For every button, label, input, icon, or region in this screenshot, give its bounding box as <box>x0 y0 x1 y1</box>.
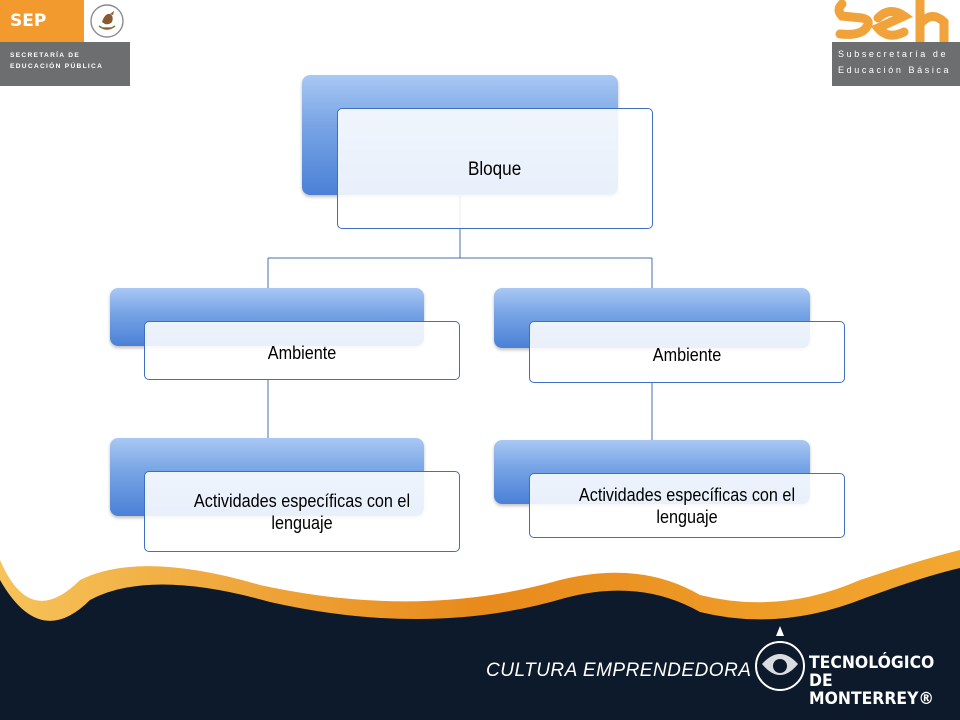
mexico-seal-icon <box>90 4 124 38</box>
sep-subtitle: SECRETARÍA DE EDUCACIÓN PÚBLICA <box>10 52 104 70</box>
left-actividades-label: Actividades específicas con el lenguaje <box>193 490 411 533</box>
footer-brand: CULTURA EMPRENDEDORA <box>486 660 752 681</box>
seb-logo: Subsecretaría de Educación Básica <box>832 0 960 86</box>
tec-crest-icon <box>755 626 805 691</box>
root-node-label: Bloque <box>468 159 522 180</box>
root-node: Bloque <box>337 108 653 229</box>
seb-logo-mark <box>834 0 949 42</box>
tec-institution-name: TECNOLÓGICO DE MONTERREY® <box>809 653 935 709</box>
right-ambiente-node: Ambiente <box>529 321 845 383</box>
left-ambiente-label: Ambiente <box>267 343 337 363</box>
footer-background <box>0 550 960 720</box>
left-ambiente-node: Ambiente <box>144 321 460 380</box>
right-actividades-node: Actividades específicas con el lenguaje <box>529 473 845 538</box>
left-actividades-node: Actividades específicas con el lenguaje <box>144 471 460 552</box>
seb-subtitle: Subsecretaría de Educación Básica <box>838 49 952 75</box>
right-ambiente-label: Ambiente <box>652 345 722 365</box>
right-actividades-label: Actividades específicas con el lenguaje <box>578 484 796 527</box>
sep-abbr: SEP <box>0 0 84 42</box>
sep-logo: SEP SECRETARÍA DE EDUCACIÓN PÚBLICA <box>0 0 130 86</box>
